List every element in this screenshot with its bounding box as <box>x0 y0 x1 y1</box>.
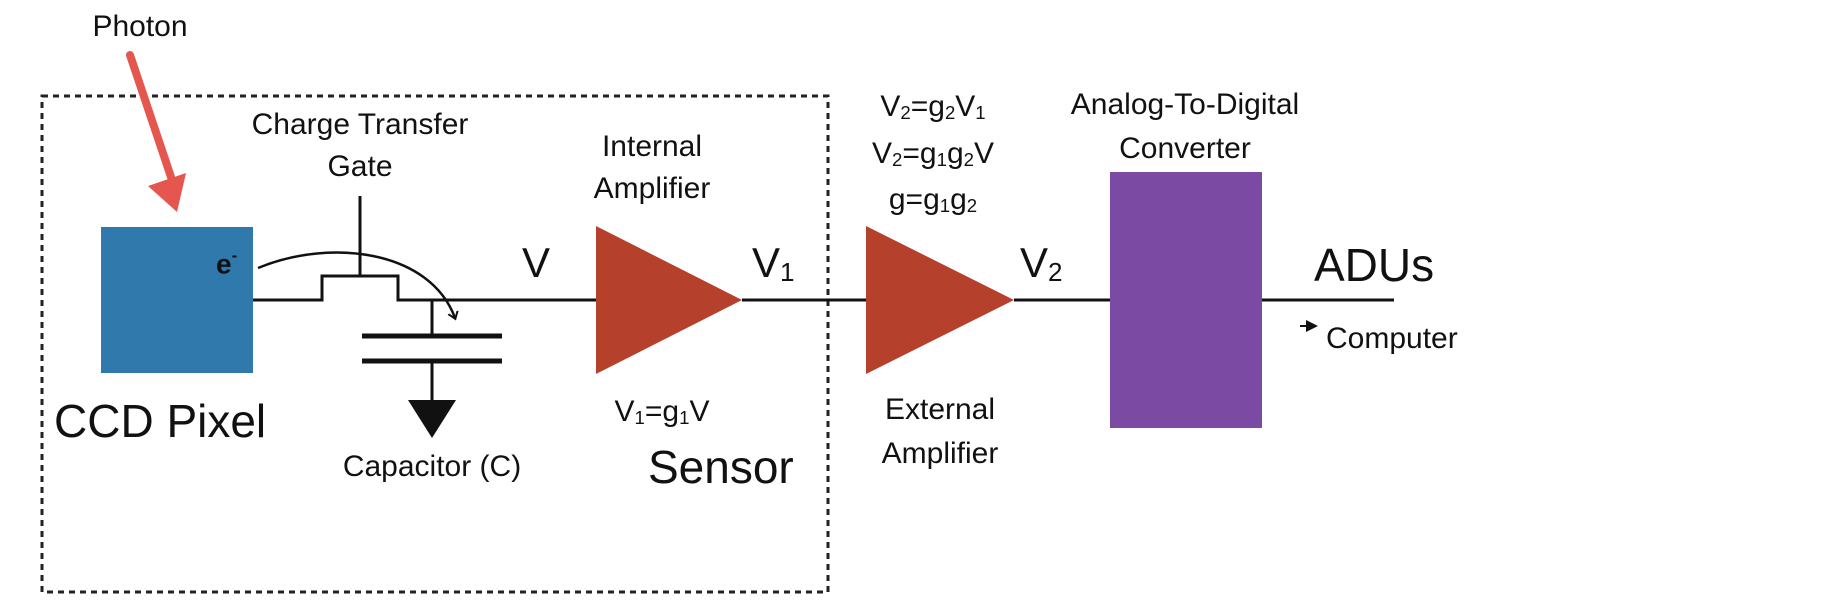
adc-title-line2: Converter <box>1119 132 1251 165</box>
gate-label-line2: Gate <box>327 150 393 183</box>
gain-equation-1: V2=g2V1 <box>880 90 986 123</box>
photon-arrow <box>126 51 186 212</box>
external-amplifier-triangle <box>866 226 1014 374</box>
capacitor-label: Capacitor (C) <box>342 450 522 483</box>
gain-equation-3: g=g1g2 <box>888 183 978 216</box>
adc-title-line1: Analog-To-Digital <box>1070 88 1300 121</box>
electron-label: e- <box>216 246 238 280</box>
internal-amp-title-line1: Internal <box>601 130 703 163</box>
ccd-pixel-square <box>101 227 253 373</box>
adc-box <box>1110 172 1262 428</box>
sensor-boundary <box>40 94 830 594</box>
internal-amplifier-triangle <box>596 226 742 374</box>
signal-v2-label: V2 <box>1020 239 1063 287</box>
computer-label: Computer <box>1326 322 1458 355</box>
ground-symbol <box>408 400 456 438</box>
gate-label-line1: Charge Transfer <box>251 108 469 141</box>
capacitor-symbol <box>362 300 502 438</box>
external-amp-title-line2: Amplifier <box>881 437 999 470</box>
signal-v1-label: V1 <box>752 239 795 287</box>
ccd-pixel-label: CCD Pixel <box>54 395 267 447</box>
sensor-label: Sensor <box>648 441 794 493</box>
charge-transfer-arrow <box>257 251 455 318</box>
adus-label: ADUs <box>1314 239 1435 291</box>
photon-label: Photon <box>92 10 188 43</box>
external-amp-title-line1: External <box>884 393 996 426</box>
signal-v-label: V <box>522 239 551 286</box>
internal-amp-equation: V1=g1V <box>614 395 710 428</box>
internal-amp-title-line2: Amplifier <box>593 172 711 205</box>
gain-equation-2: V2=g1g2V <box>872 137 994 170</box>
